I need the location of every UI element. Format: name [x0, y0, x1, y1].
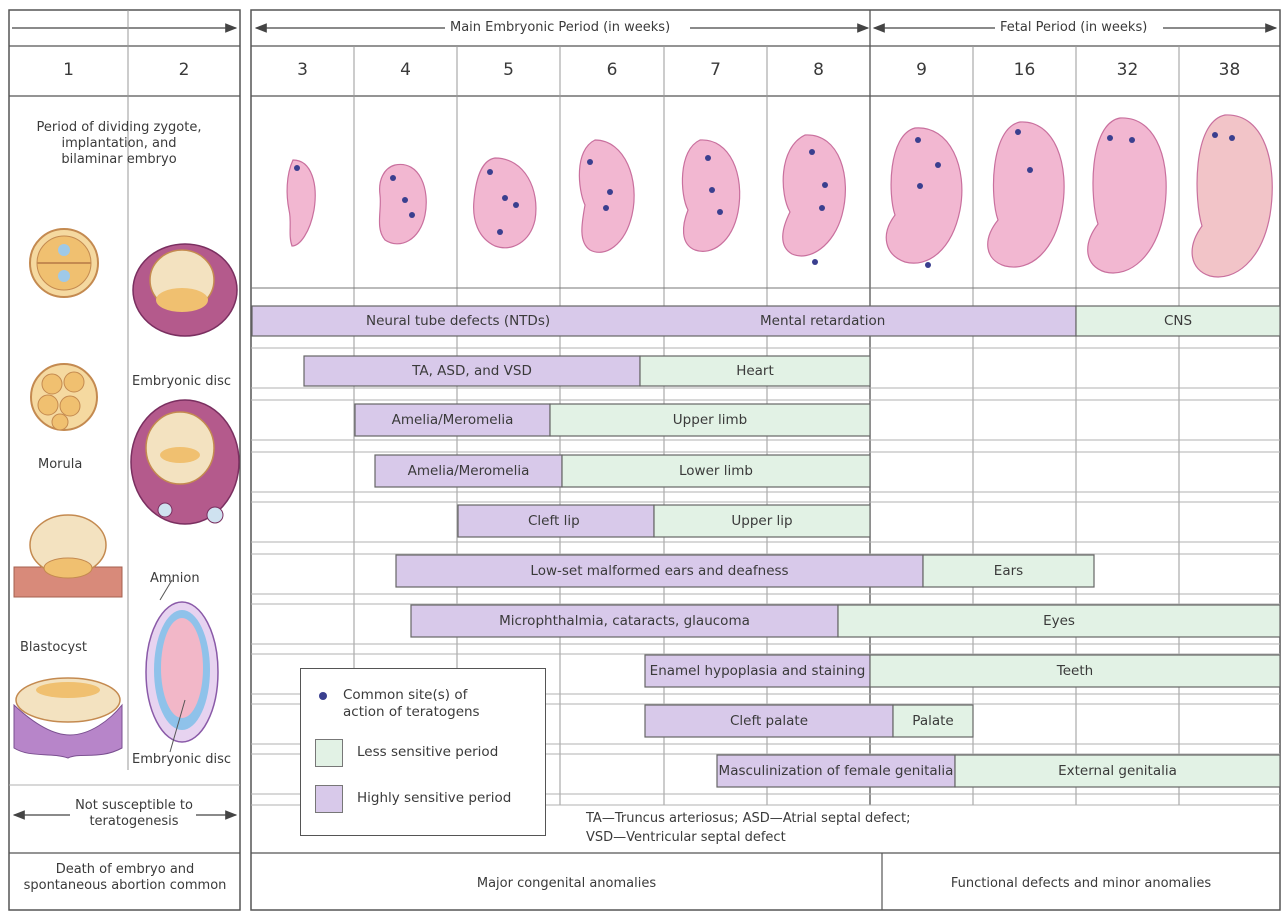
week-label: 1: [9, 62, 128, 78]
implantation-drawing: [133, 244, 237, 336]
week-label: 4: [354, 62, 457, 78]
fetus-week-9: [886, 128, 962, 268]
teeth-highly-label: Enamel hypoplasia and staining: [645, 663, 870, 679]
embryo-week-3: [287, 160, 315, 246]
embryo-illustrations: [287, 115, 1272, 277]
ears-highly-label: Low-set malformed ears and deafness: [396, 563, 923, 579]
morula-drawing: [31, 364, 97, 430]
week-label: 3: [251, 62, 354, 78]
fetal-period-label: Fetal Period (in weeks): [1000, 20, 1147, 36]
embryo-week-7: [682, 140, 739, 251]
lower-limb-less-label: Lower limb: [562, 463, 870, 479]
palate-highly-label: Cleft palate: [645, 713, 893, 729]
functional-defects-label: Functional defects and minor anomalies: [882, 876, 1280, 892]
embryonic-disc-drawing: [131, 400, 239, 524]
embryonic-disc-label-top: Embryonic disc: [132, 374, 231, 390]
palate-less-label: Palate: [893, 713, 973, 729]
cns-less-label: CNS: [1076, 313, 1280, 329]
legend-box: Common site(s) of action of teratogens L…: [300, 668, 546, 836]
week-label: 16: [973, 62, 1076, 78]
fetus-week-32: [1088, 118, 1166, 273]
teratogen-site-dot-icon: [319, 692, 327, 700]
teeth-less-label: Teeth: [870, 663, 1280, 679]
highly-sensitive-swatch: [315, 785, 343, 813]
embryo-week-8: [783, 135, 846, 265]
week-label: 7: [664, 62, 767, 78]
heart-highly-label: TA, ASD, and VSD: [304, 363, 640, 379]
legend-less-row: Less sensitive period: [315, 739, 498, 767]
amnion-label: Amnion: [150, 571, 200, 587]
embryonic-period-label: Main Embryonic Period (in weeks): [450, 20, 670, 36]
week-label: 5: [457, 62, 560, 78]
week-label: 38: [1179, 62, 1280, 78]
cns-highly-label-1: Neural tube defects (NTDs): [366, 313, 550, 329]
death-label: Death of embryo and spontaneous abortion…: [14, 862, 236, 894]
zygote-drawing: [30, 229, 98, 297]
lip-less-label: Upper lip: [654, 513, 870, 529]
footnote-line-2: VSD—Ventricular septal defect: [586, 830, 786, 846]
upper-limb-less-label: Upper limb: [550, 412, 870, 428]
heart-less-label: Heart: [640, 363, 870, 379]
week-label: 8: [767, 62, 870, 78]
lip-highly-label: Cleft lip: [528, 513, 580, 529]
embryo-week-6: [579, 140, 634, 252]
blastocyst-label: Blastocyst: [20, 640, 87, 656]
legend-dot-row: Common site(s) of action of teratogens: [315, 687, 513, 721]
amnion-drawing: [146, 580, 218, 752]
genitalia-highly-label: Masculinization of female genitalia: [717, 763, 955, 779]
fetus-week-16: [988, 122, 1064, 267]
week-label: 6: [560, 62, 664, 78]
legend-dot-label: Common site(s) of action of teratogens: [343, 687, 513, 721]
period-description: Period of dividing zygote, implantation,…: [34, 120, 204, 168]
ears-less-label: Ears: [923, 563, 1094, 579]
left-illustrations: [14, 229, 239, 758]
less-sensitive-swatch: [315, 739, 343, 767]
major-anomalies-label: Major congenital anomalies: [251, 876, 882, 892]
embryo-week-5: [474, 158, 536, 248]
legend-highly-row: Highly sensitive period: [315, 785, 511, 813]
week-label: 2: [128, 62, 240, 78]
genitalia-less-label: External genitalia: [955, 763, 1280, 779]
lower-limb-highly-label: Amelia/Meromelia: [375, 463, 562, 479]
cns-highly-label-2: Mental retardation: [760, 313, 885, 329]
morula-label: Morula: [38, 457, 82, 473]
legend-highly-label: Highly sensitive period: [357, 790, 511, 807]
legend-less-label: Less sensitive period: [357, 744, 498, 761]
footnote-line-1: TA—Truncus arteriosus; ASD—Atrial septal…: [586, 811, 910, 827]
embryonic-disc-label-bottom: Embryonic disc: [132, 752, 231, 768]
fetus-week-38: [1192, 115, 1272, 277]
embryo-week-4: [379, 164, 426, 243]
eyes-less-label: Eyes: [838, 613, 1280, 629]
week-label: 32: [1076, 62, 1179, 78]
blastocyst-drawing: [14, 678, 122, 758]
not-susceptible-label: Not susceptible to teratogenesis: [72, 798, 196, 830]
blastocyst-implant-drawing: [14, 515, 122, 597]
week-label: 9: [870, 62, 973, 78]
eyes-highly-label: Microphthalmia, cataracts, glaucoma: [411, 613, 838, 629]
upper-limb-highly-label: Amelia/Meromelia: [355, 412, 550, 428]
